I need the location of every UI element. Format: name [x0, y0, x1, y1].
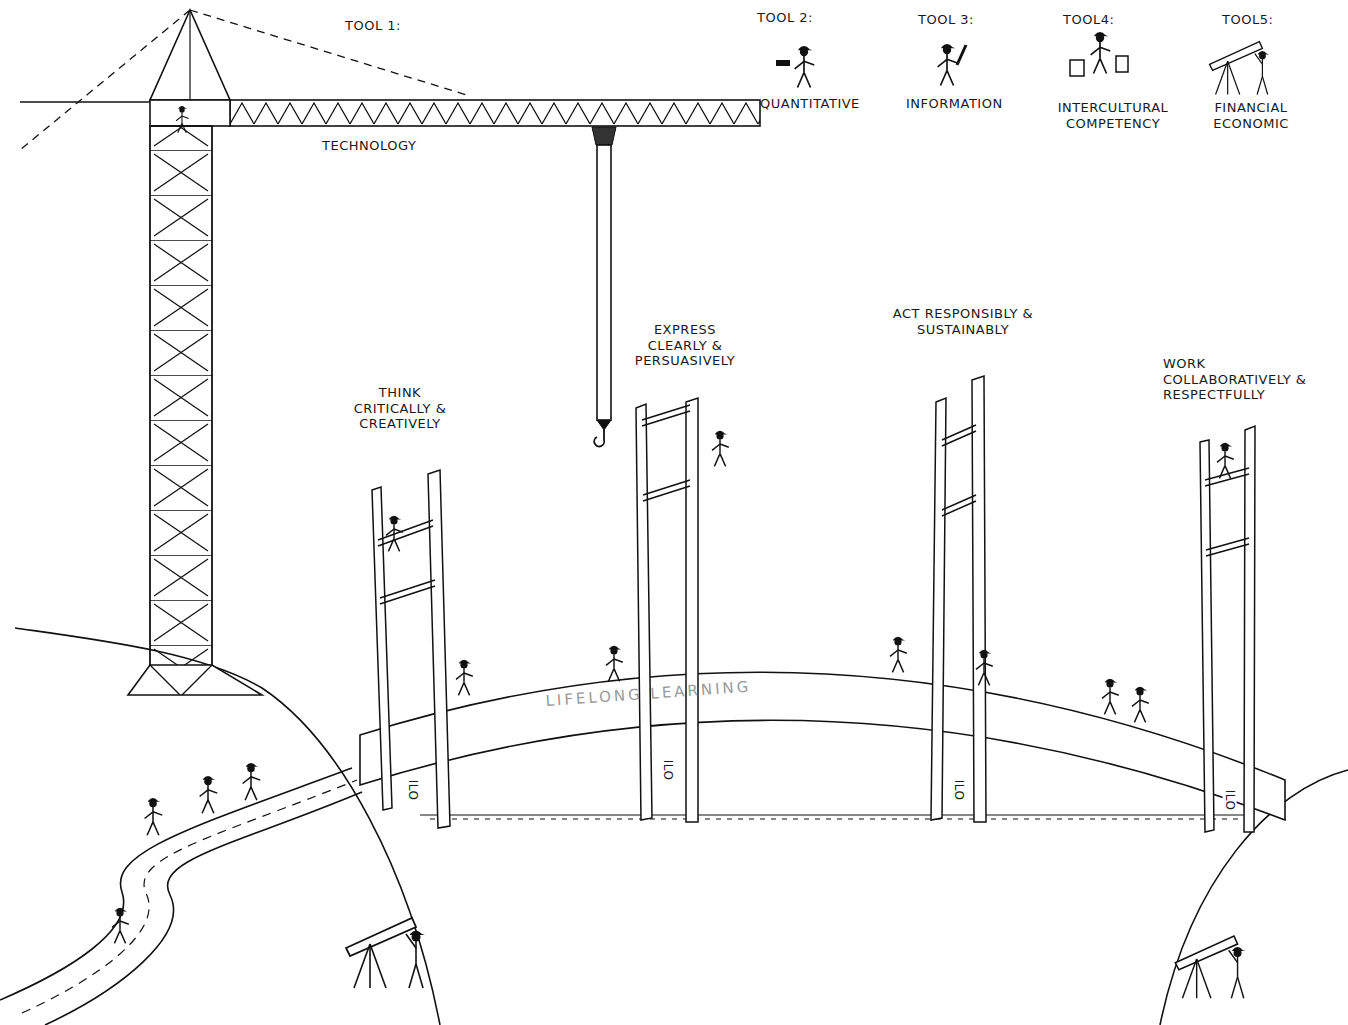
outcome-label: THINK CRITICALLY & CREATIVELY: [340, 385, 460, 432]
pillar-tag: ILO: [405, 779, 419, 802]
tool-name: INTERCULTURAL COMPETENCY: [1046, 100, 1180, 131]
tool-name: QUANTITATIVE: [760, 96, 860, 112]
bridge-label: LIFELONG LEARNING: [545, 678, 752, 710]
bridge: [360, 672, 1285, 820]
outcome-label: ACT RESPONSIBLY & SUSTAINABLY: [888, 306, 1038, 337]
landscape: [0, 628, 1348, 1025]
pillar-tag: ILO: [1222, 789, 1236, 812]
outcome-label: WORK COLLABORATIVELY & RESPECTFULLY: [1163, 356, 1333, 403]
outcome-label: EXPRESS CLEARLY & PERSUASIVELY: [622, 322, 748, 369]
tool-icons: [776, 32, 1269, 95]
tool-title: TOOL 3:: [918, 12, 974, 28]
tool-name: FINANCIAL ECONOMIC: [1196, 100, 1306, 131]
pillar-tag: ILO: [660, 759, 674, 782]
tool-name: INFORMATION: [906, 96, 1003, 112]
people: [112, 431, 1246, 998]
pillars: [372, 376, 1255, 832]
tool-name: TECHNOLOGY: [322, 138, 416, 154]
tool-title: TOOL5:: [1222, 12, 1273, 28]
pillar-tag: ILO: [951, 779, 965, 802]
tool-title: TOOL4:: [1063, 12, 1114, 28]
tool-title: TOOL 1:: [345, 18, 401, 34]
tool-title: TOOL 2:: [757, 10, 813, 26]
